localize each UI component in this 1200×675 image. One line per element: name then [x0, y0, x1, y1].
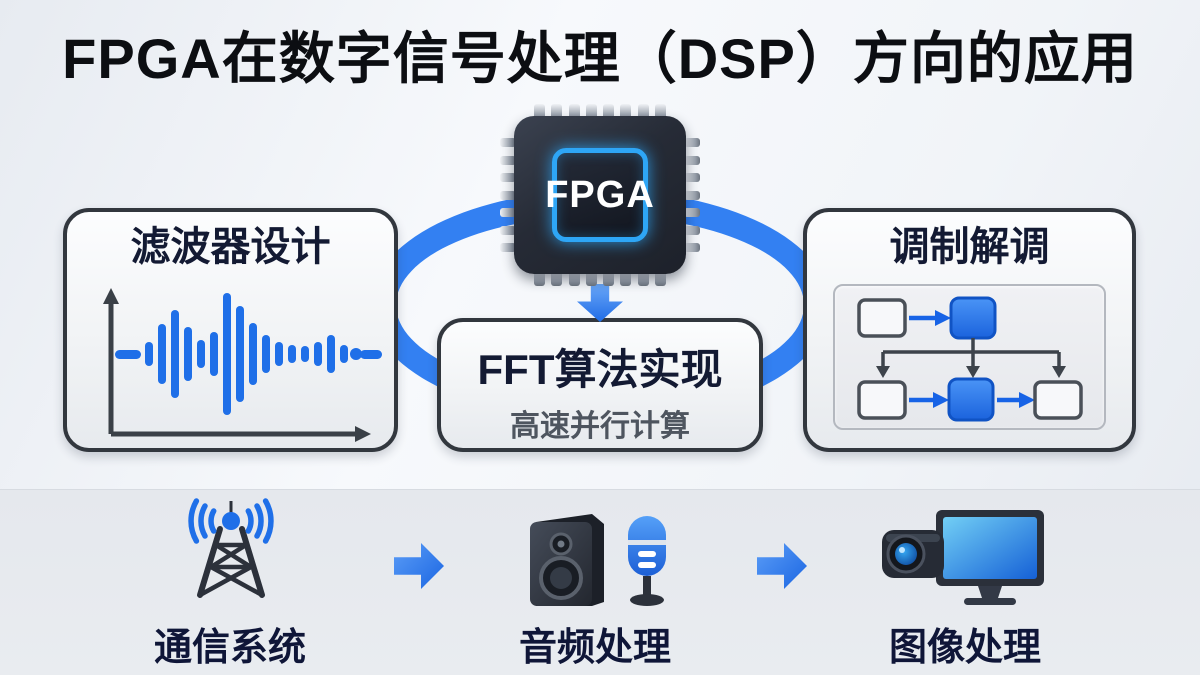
- chip-pins-bottom: [534, 270, 666, 286]
- microphone-icon: [628, 516, 666, 606]
- page-title: FPGA在数字信号处理（DSP）方向的应用: [62, 27, 1138, 90]
- fft-box: FFT算法实现 高速并行计算: [437, 318, 763, 452]
- audio-processing-label: 音频处理: [518, 627, 671, 669]
- chip-pins-top: [534, 104, 666, 120]
- chip-pins-left: [500, 138, 516, 252]
- speaker-microphone-icon: [530, 514, 666, 606]
- filter-design-box: 滤波器设计: [63, 208, 398, 452]
- chip-body: FPGA: [514, 116, 686, 274]
- chip-pins-right: [684, 138, 700, 252]
- chip-label: FPGA: [545, 173, 655, 216]
- fpga-chip-icon: FPGA: [498, 102, 702, 288]
- waveform-chart-icon: [103, 288, 382, 442]
- block-diagram-panel: [833, 284, 1106, 430]
- camera-monitor-icon: [882, 510, 1044, 605]
- block-diagram-icon: [857, 296, 1083, 422]
- camera-icon: [882, 530, 944, 578]
- fft-title: FFT算法实现: [477, 346, 723, 393]
- image-processing-label: 图像处理: [888, 627, 1041, 669]
- communication-systems-label: 通信系统: [153, 627, 306, 669]
- modulation-title: 调制解调: [889, 225, 1050, 269]
- radio-tower-icon: [188, 498, 274, 598]
- monitor-icon: [936, 510, 1044, 605]
- speaker-icon: [530, 514, 604, 606]
- filter-design-title: 滤波器设计: [130, 225, 331, 269]
- fft-subtitle: 高速并行计算: [510, 410, 690, 443]
- chip-core: FPGA: [545, 148, 654, 242]
- waveform-bars: [145, 293, 348, 415]
- modulation-box: 调制解调: [803, 208, 1136, 452]
